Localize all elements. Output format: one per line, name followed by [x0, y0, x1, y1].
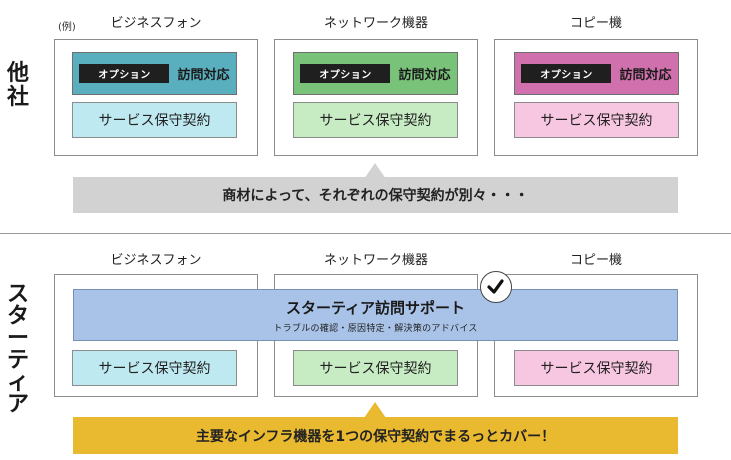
option-tag: オプション [79, 64, 170, 83]
service-box-business-phone: サービス保守契約 [72, 102, 237, 138]
column-heading-business-phone: ビジネスフォン [110, 253, 202, 268]
section-label-other-companies: 他 社 [4, 62, 32, 110]
section-label-char: ア [6, 392, 29, 417]
column-heading-network: ネットワーク機器 [323, 16, 428, 31]
service-label: サービス保守契約 [98, 113, 211, 129]
service-box-business-phone: サービス保守契約 [72, 350, 237, 386]
option-box-business-phone: オプション 訪問対応 [72, 52, 237, 95]
option-tag: オプション [521, 64, 612, 83]
option-text: 訪問対応 [619, 68, 672, 83]
service-label: サービス保守契約 [540, 361, 653, 377]
section-label-char: 社 [6, 85, 29, 110]
service-label: サービス保守契約 [540, 113, 653, 129]
service-label: サービス保守契約 [319, 113, 432, 129]
service-box-network: サービス保守契約 [293, 350, 458, 386]
support-title: スターティア訪問サポート [285, 299, 466, 317]
service-box-copier: サービス保守契約 [514, 102, 679, 138]
option-tag: オプション [300, 64, 391, 83]
section-label-char: ー [6, 326, 29, 351]
section-label-char: タ [6, 304, 29, 329]
service-label: サービス保守契約 [98, 361, 211, 377]
column-heading-copier: コピー機 [569, 253, 622, 268]
column-heading-business-phone: ビジネスフォン [110, 16, 202, 31]
option-text: 訪問対応 [177, 68, 230, 83]
bottom-banner-text: 主要なインフラ機器を1つの保守契約でまるっとカバー！ [195, 428, 556, 445]
service-box-copier: サービス保守契約 [514, 350, 679, 386]
top-banner: 商材によって、それぞれの保守契約が別々・・・ [73, 177, 678, 213]
option-box-copier: オプション 訪問対応 [514, 52, 679, 95]
section-label-char: テ [6, 348, 29, 373]
banner-pointer-icon [364, 402, 386, 418]
section-label-startia: ス タ ー テ ィ ア [4, 284, 32, 416]
section-label-char: 他 [6, 61, 29, 86]
column-heading-network: ネットワーク機器 [323, 253, 428, 268]
option-box-network: オプション 訪問対応 [293, 52, 458, 95]
service-box-network: サービス保守契約 [293, 102, 458, 138]
column-heading-copier: コピー機 [569, 16, 622, 31]
service-label: サービス保守契約 [319, 361, 432, 377]
section-label-char: ス [6, 282, 29, 307]
example-note: (例) [58, 22, 76, 33]
section-label-char: ィ [6, 370, 29, 395]
banner-pointer-icon [364, 163, 386, 179]
section-divider [0, 233, 731, 234]
bottom-banner: 主要なインフラ機器を1つの保守契約でまるっとカバー！ [73, 417, 678, 454]
support-subtitle: トラブルの確認・原因特定・解決策のアドバイス [273, 324, 478, 334]
option-text: 訪問対応 [398, 68, 451, 83]
checkmark-icon [480, 271, 512, 303]
top-banner-text: 商材によって、それぞれの保守契約が別々・・・ [222, 188, 529, 204]
startia-support-bar: スターティア訪問サポート トラブルの確認・原因特定・解決策のアドバイス [73, 289, 678, 341]
